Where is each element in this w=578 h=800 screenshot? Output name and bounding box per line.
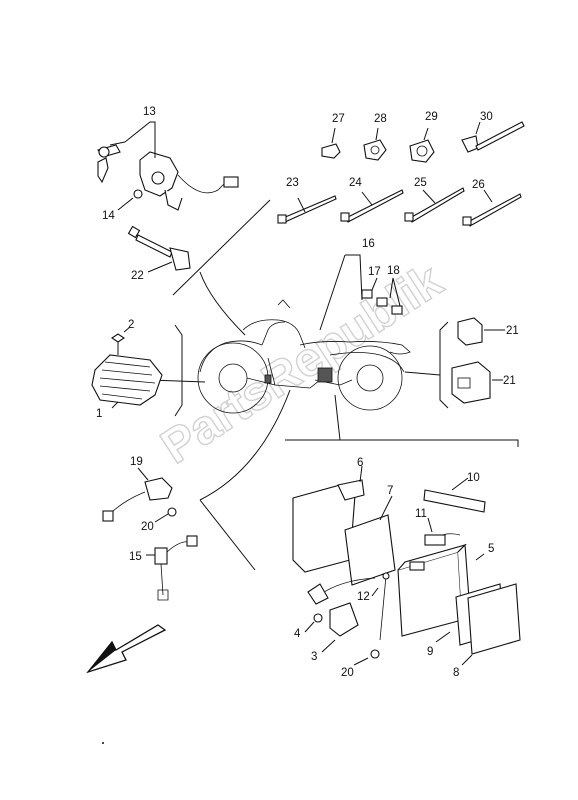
clamps-group bbox=[321, 121, 525, 163]
screw-part-14 bbox=[117, 189, 143, 211]
part-number-20-lower: 20 bbox=[341, 667, 354, 679]
relay-part-22 bbox=[457, 317, 505, 346]
part-number-26: 25 bbox=[414, 177, 427, 189]
ignition-switch-part bbox=[97, 121, 239, 211]
part-number-29: 28 bbox=[374, 113, 387, 125]
part-number-21: 21 bbox=[503, 375, 516, 387]
sidestand-switch-part bbox=[102, 467, 177, 523]
part-number-23: 22 bbox=[131, 270, 144, 282]
rectifier-regulator-part bbox=[91, 326, 163, 409]
part-number-7: 7 bbox=[387, 485, 393, 497]
part-number-19: 19 bbox=[130, 456, 143, 468]
part-number-25: 24 bbox=[349, 177, 362, 189]
part-number-31: 30 bbox=[480, 111, 493, 123]
part-number-1: 1 bbox=[96, 408, 102, 420]
battery-assembly-part bbox=[292, 465, 521, 666]
part-number-13: 13 bbox=[143, 106, 156, 118]
part-number-17: 17 bbox=[368, 266, 381, 278]
part-number-11: 11 bbox=[415, 508, 427, 520]
part-number-10: 10 bbox=[467, 472, 480, 484]
part-number-3: 3 bbox=[311, 651, 317, 663]
part-number-labels: 13 14 22 27 28 29 30 23 24 25 26 16 17 1… bbox=[96, 106, 519, 679]
part-number-27: 26 bbox=[472, 179, 485, 191]
part-number-9: 9 bbox=[427, 646, 433, 658]
sensor-part-23 bbox=[127, 225, 191, 273]
part-number-2: 2 bbox=[128, 319, 134, 331]
leader-lines bbox=[149, 199, 519, 571]
cable-ties-group bbox=[277, 187, 522, 227]
part-number-4: 4 bbox=[294, 628, 301, 640]
motorcycle-outline bbox=[197, 299, 411, 414]
part-number-28: 27 bbox=[332, 113, 345, 125]
part-number-8: 8 bbox=[453, 667, 459, 679]
part-number-18: 18 bbox=[387, 265, 400, 277]
part-number-5: 5 bbox=[488, 543, 494, 555]
part-number-30: 29 bbox=[425, 111, 438, 123]
part-number-24: 23 bbox=[286, 177, 299, 189]
part-number-15: 15 bbox=[129, 551, 142, 563]
part-number-22: 21 bbox=[506, 325, 519, 337]
relay-set-part bbox=[361, 277, 403, 315]
neutral-switch-part bbox=[146, 535, 198, 601]
part-number-6: 6 bbox=[357, 457, 363, 469]
watermark: PartsRepublik bbox=[152, 254, 452, 474]
part-number-16: 16 bbox=[362, 238, 375, 250]
part-number-12: 12 bbox=[357, 591, 370, 603]
ecu-box-icon bbox=[317, 367, 333, 383]
front-direction-arrow-icon bbox=[86, 624, 167, 744]
part-number-20-upper: 20 bbox=[141, 521, 154, 533]
part-number-14: 14 bbox=[102, 210, 115, 222]
relay-part-21 bbox=[451, 361, 503, 404]
